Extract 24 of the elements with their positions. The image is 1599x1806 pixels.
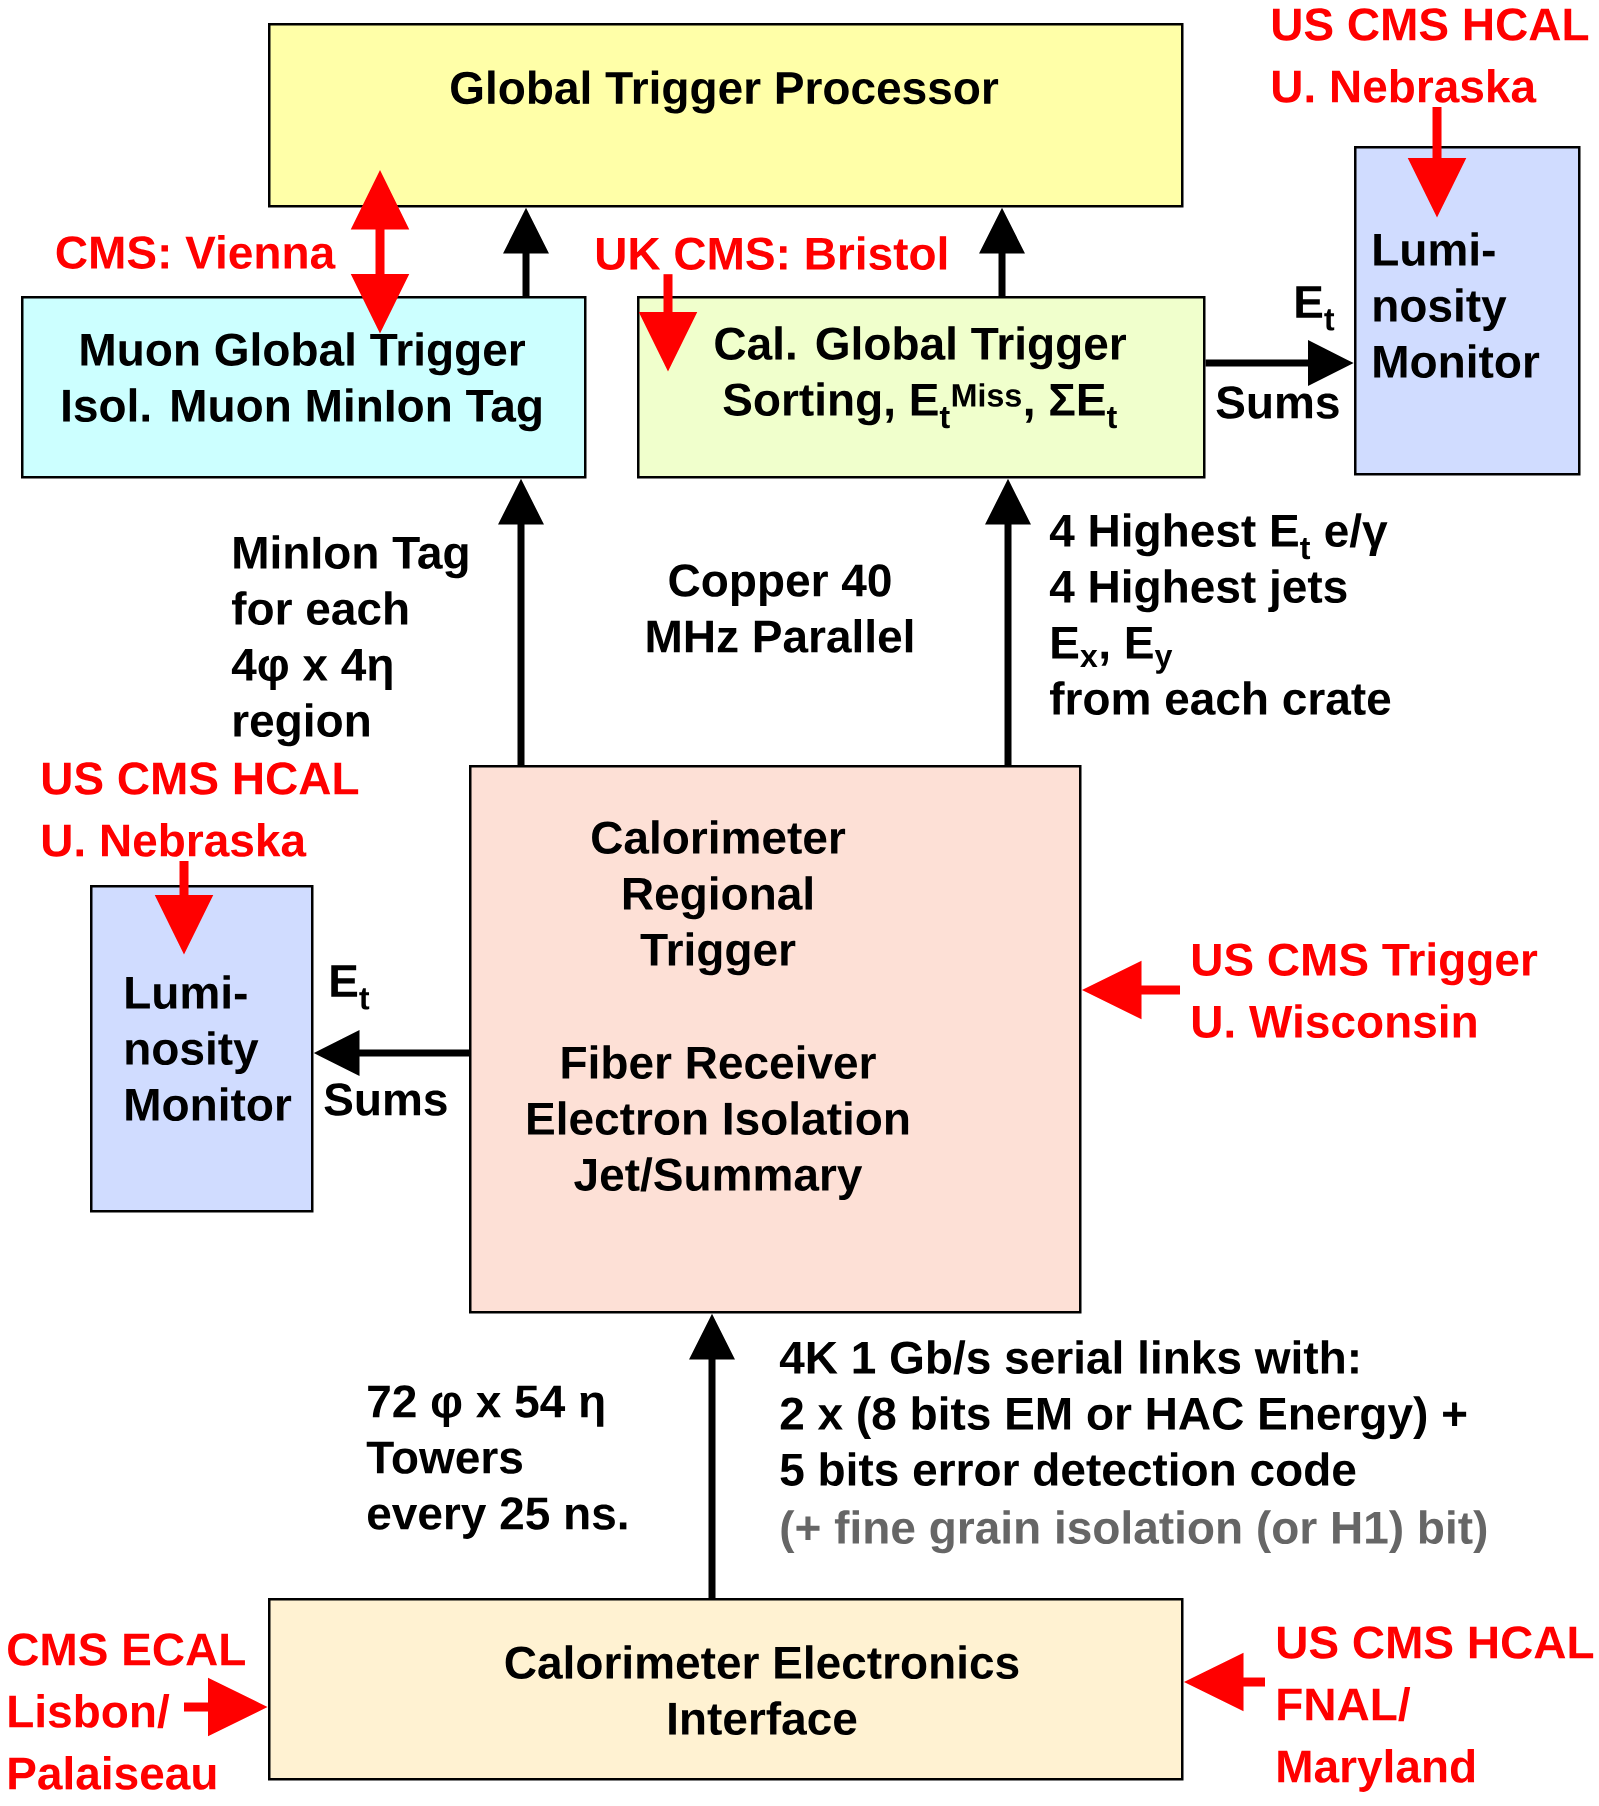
link-label: Copper 40 MHz Parallel <box>647 564 913 653</box>
institution-label: US CMS HCAL U. Nebraska <box>1272 8 1589 103</box>
trigger-box: Calorimeter Regional Trigger Fiber Receiver Electron Isolation Jet/Summary <box>469 765 1082 1314</box>
institution-label: US CMS HCAL FNAL/ Maryland <box>1277 1626 1594 1792</box>
monitor-box: Lumi- nosity Monitor <box>90 885 314 1213</box>
institution-label: UK CMS: Bristol <box>596 236 947 270</box>
processor-box: Global Trigger Processor <box>268 23 1184 208</box>
institution-label: US CMS Trigger U. Wisconsin <box>1192 942 1538 1038</box>
trigger-box: Cal. Global Trigger Sorting, E$_{t}$$^{Miss}$, ΣE$_{t}$ <box>637 296 1206 479</box>
institution-label: CMS ECAL Lisbon/ Palaiseau <box>8 1633 245 1790</box>
note-label: (+ fine grain isolation (or H1) bit) <box>781 1510 1487 1554</box>
signal-label: 4 Highest E$_{t}$ e/γ 4 Highest jets E$_{x}$, E$_{y}$ from each crate <box>1049 513 1391 715</box>
institution-label: CMS: Vienna <box>56 235 336 269</box>
signal-label: Sums <box>324 1083 447 1116</box>
interface-box: Calorimeter Electronics Interface <box>268 1598 1184 1781</box>
link-label: 4K 1 Gb/s serial links with: 2 x (8 bits EM or HAC Energy) + 5 bits error detection code <box>779 1340 1467 1486</box>
signal-label: E$_{t}$ <box>1296 286 1335 331</box>
signal-label: 72 φ x 54 η Towers every 25 ns. <box>366 1385 627 1539</box>
institution-label: US CMS HCAL U. Nebraska <box>42 762 359 857</box>
monitor-box: Lumi- nosity Monitor <box>1354 146 1581 476</box>
signal-label: E$_{t}$ <box>331 965 370 1010</box>
signal-label: MinIon Tag for each 4φ x 4η region <box>231 535 468 747</box>
signal-label: Sums <box>1216 386 1339 419</box>
trigger-box: Muon Global Trigger Isol. Muon MinIon Tag <box>21 296 587 479</box>
